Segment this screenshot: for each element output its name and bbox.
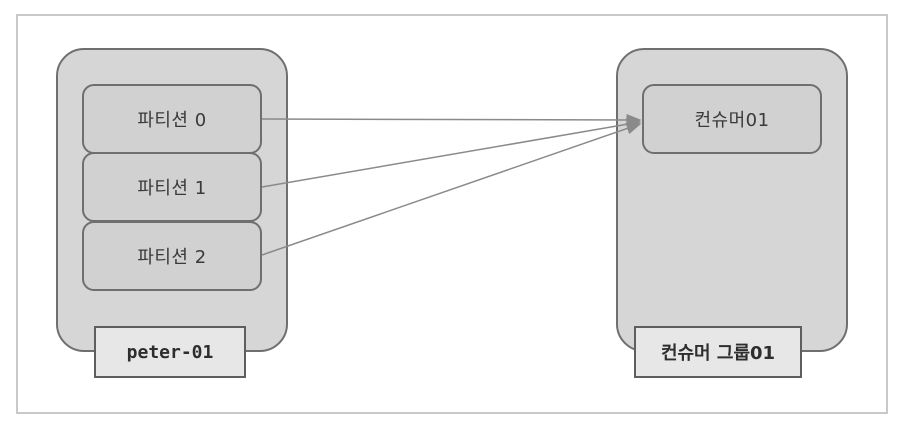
partition-1-box: 파티션 1 xyxy=(82,152,262,222)
topic-name-label: peter-01 xyxy=(94,326,246,378)
partition-2-box: 파티션 2 xyxy=(82,221,262,291)
partition-0-box: 파티션 0 xyxy=(82,84,262,154)
consumer-group-name-label: 컨슈머 그룹01 xyxy=(634,326,802,378)
consumer-01-box: 컨슈머01 xyxy=(642,84,822,154)
